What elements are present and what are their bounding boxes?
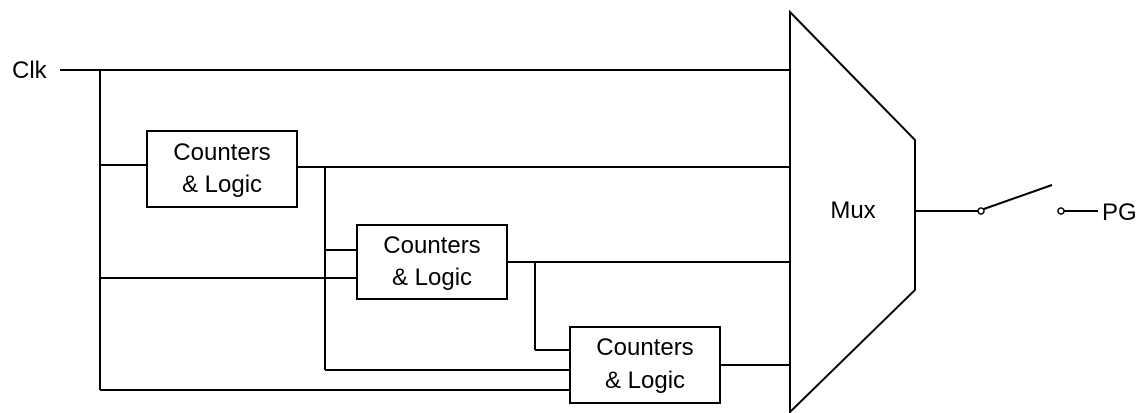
block-3-line-1: Counters [596, 334, 693, 361]
pg-label: PG [1102, 199, 1137, 226]
counters-logic-block-1: Counters & Logic [146, 130, 298, 208]
counters-logic-block-2: Counters & Logic [356, 224, 508, 300]
block-2-line-1: Counters [383, 232, 480, 259]
counters-logic-block-3: Counters & Logic [569, 326, 721, 404]
clock-label: Clk [12, 57, 48, 84]
block-2-line-2: & Logic [392, 264, 472, 291]
mux-label: Mux [830, 197, 875, 224]
block-3-line-2: & Logic [605, 367, 685, 394]
switch-contact-left [977, 207, 985, 215]
switch-blade [980, 184, 1053, 211]
mux: Mux [789, 9, 916, 413]
switch [977, 184, 1065, 215]
switch-contact-right [1057, 207, 1065, 215]
block-1-line-2: & Logic [182, 171, 262, 198]
block-1-line-1: Counters [173, 139, 270, 166]
